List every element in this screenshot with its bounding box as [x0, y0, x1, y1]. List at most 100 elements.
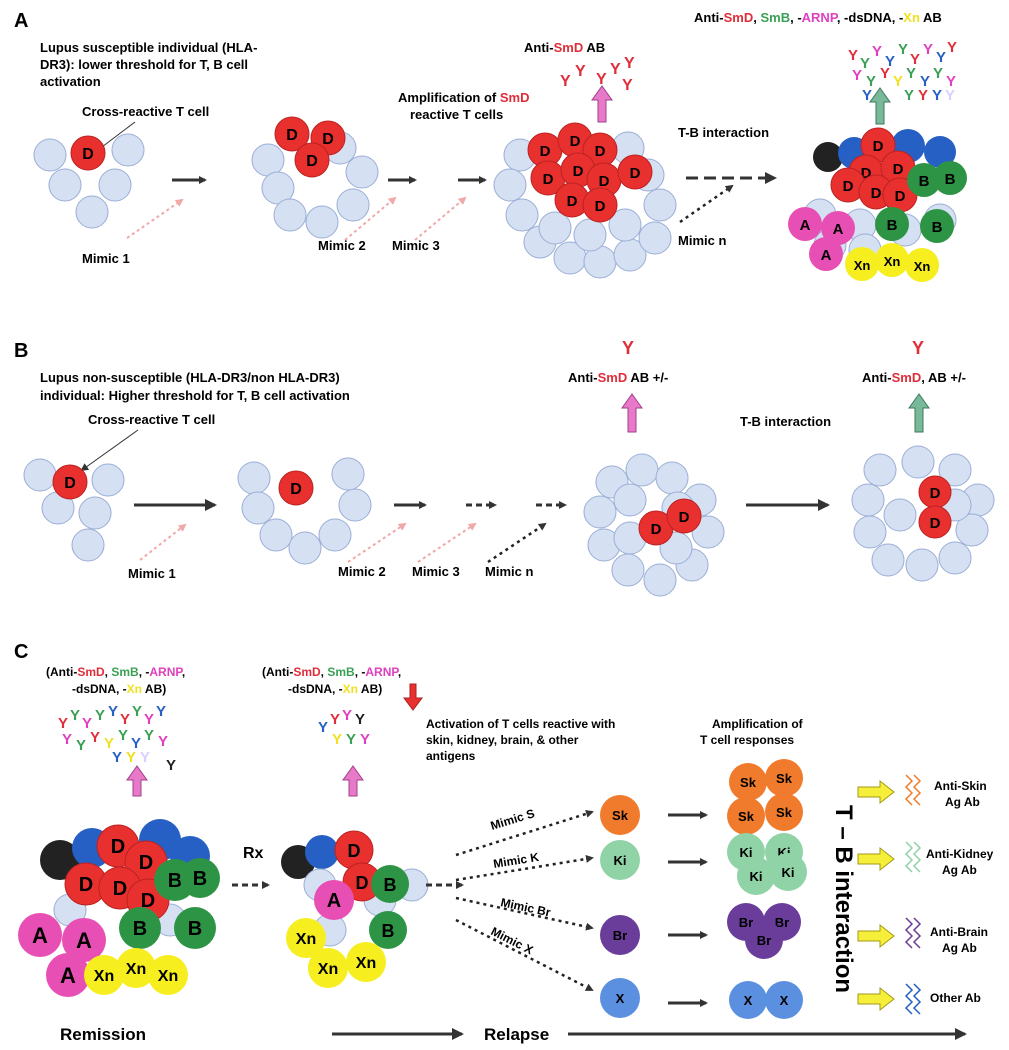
up-arrow-icon	[621, 393, 643, 433]
cell-label: D	[540, 143, 551, 160]
panel-b: B Lupus non-susceptible (HLA-DR3/non HLA…	[14, 338, 995, 597]
cell-label: D	[930, 485, 941, 502]
svg-text:Y: Y	[318, 719, 328, 736]
svg-text:Y: Y	[860, 55, 870, 72]
amplification-c-line1: Amplification of	[712, 717, 804, 731]
up-arrow-icon	[591, 85, 613, 123]
panel-c: C (Anti-SmD, SmB, -ARNP, -dsDNA, -Xn AB)…	[14, 641, 994, 1044]
dotted-arrow-icon	[487, 522, 547, 564]
cell-label: Xn	[296, 931, 316, 948]
cell-label: Xn	[356, 955, 376, 972]
panel-a-letter: A	[14, 10, 28, 32]
svg-text:Y: Y	[906, 65, 916, 82]
svg-text:Y: Y	[947, 39, 957, 56]
mimic-br-label: Mimic Br	[499, 895, 552, 919]
svg-text:Y: Y	[596, 71, 607, 88]
svg-text:Y: Y	[893, 73, 903, 90]
dotted-arrow-icon	[455, 855, 594, 882]
svg-text:Y: Y	[82, 715, 92, 732]
cell-label: B	[133, 918, 147, 940]
cell-cluster-initial: D	[33, 133, 145, 229]
panel-b-desc-line2: individual: Higher threshold for T, B ce…	[40, 388, 350, 403]
cell-label: D	[595, 198, 606, 215]
mimic-arrow	[344, 196, 397, 241]
brain-cell-cluster: Br Br Br	[727, 903, 801, 959]
svg-text:Y: Y	[144, 711, 154, 728]
cell-label: B	[919, 173, 930, 190]
cell-label: D	[895, 188, 906, 205]
cell-label: D	[322, 131, 334, 148]
panel-c-letter: C	[14, 641, 28, 663]
svg-text:Y: Y	[624, 55, 635, 72]
cell-cluster-tb-b: D D	[851, 445, 995, 582]
svg-text:Y: Y	[156, 703, 166, 720]
cell-label: D	[139, 852, 153, 874]
cell-label: A	[800, 217, 811, 234]
mimicn-label-b: Mimic n	[485, 564, 533, 579]
amplification-line2: reactive T cells	[410, 107, 503, 122]
panel-b-letter: B	[14, 340, 28, 362]
cell-label: D	[306, 153, 318, 170]
cell-label: Xn	[914, 259, 931, 274]
svg-text:Y: Y	[923, 41, 933, 58]
skin-cell-cluster: Sk Sk Sk Sk	[727, 759, 803, 835]
cell-cluster-initial-b: D	[23, 458, 125, 562]
cell-label: A	[821, 247, 832, 264]
cell-label: D	[861, 165, 872, 182]
svg-text:Y: Y	[852, 67, 862, 84]
cell-label: D	[113, 878, 127, 900]
svg-text:Y: Y	[880, 65, 890, 82]
outcome-skin-line2: Ag Ab	[945, 795, 980, 809]
cell-label: A	[833, 221, 844, 238]
svg-text:Y: Y	[910, 51, 920, 68]
down-arrow-icon	[403, 683, 423, 711]
cell-cluster-tb: D D D D D D B B B B A A A Xn Xn Xn	[788, 127, 967, 282]
svg-text:Y: Y	[332, 731, 342, 748]
svg-text:Y: Y	[622, 77, 633, 94]
svg-text:Y: Y	[76, 737, 86, 754]
cell-label: X	[780, 993, 789, 1008]
svg-text:Y: Y	[112, 749, 122, 766]
cell-label: D	[893, 161, 904, 178]
anti-smd-ab-b-label: Anti-SmD AB +/-	[568, 370, 668, 385]
cell-label: B	[188, 918, 202, 940]
cell-label: Xn	[884, 254, 901, 269]
rx-ab-list-line2: -dsDNA, -Xn AB)	[288, 682, 382, 696]
cell-label: B	[193, 868, 207, 890]
svg-text:Y: Y	[945, 87, 955, 104]
svg-text:Y: Y	[140, 749, 150, 766]
activation-line1: Activation of T cells reactive with	[426, 717, 615, 731]
cell-label: D	[930, 515, 941, 532]
cell-label: Ki	[614, 853, 627, 868]
panel-a-desc-line1: Lupus susceptible individual (HLA-	[40, 40, 257, 55]
svg-text:Y: Y	[560, 73, 571, 90]
svg-text:Y: Y	[158, 733, 168, 750]
svg-text:Y: Y	[166, 757, 176, 774]
cell-label: B	[384, 875, 397, 895]
cell-label: A	[32, 923, 48, 948]
cell-label: B	[945, 171, 956, 188]
outcome-skin-line1: Anti-Skin	[934, 779, 987, 793]
svg-text:Y: Y	[918, 87, 928, 104]
svg-text:Y: Y	[610, 61, 621, 78]
cell-label: D	[843, 178, 854, 195]
autoantibody-list-label: Anti-SmD, SmB, -ARNP, -dsDNA, -Xn AB	[694, 10, 942, 25]
svg-text:Y: Y	[862, 87, 872, 104]
svg-text:Y: Y	[920, 73, 930, 90]
cell-label: Ki	[750, 869, 763, 884]
mimic2-label: Mimic 2	[318, 238, 366, 253]
cell-label: D	[651, 521, 662, 538]
cell-label: A	[76, 928, 92, 953]
cell-label: D	[286, 127, 298, 144]
cell-label: Xn	[94, 968, 114, 985]
svg-text:Y: Y	[872, 43, 882, 60]
svg-text:Y: Y	[62, 731, 72, 748]
svg-text:Y: Y	[936, 49, 946, 66]
svg-text:Y: Y	[932, 87, 942, 104]
cell-label: X	[744, 993, 753, 1008]
up-arrow-icon	[342, 765, 364, 797]
pointer-arrow	[96, 121, 136, 152]
mimic-arrow	[347, 522, 407, 563]
